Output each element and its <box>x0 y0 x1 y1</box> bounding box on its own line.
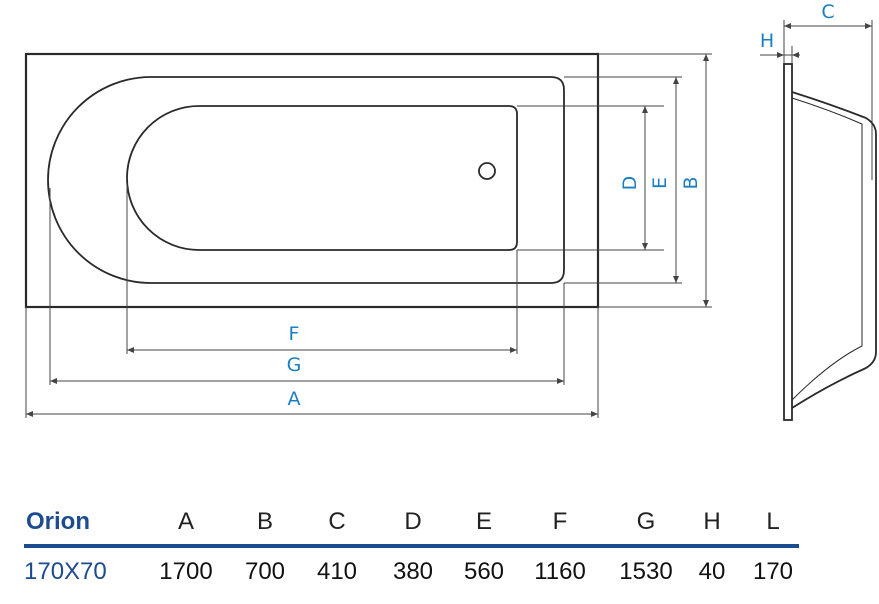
drain-icon <box>478 162 496 180</box>
header-h: H <box>703 508 721 535</box>
value-a: 1700 <box>159 558 213 585</box>
header-f: F <box>552 508 568 535</box>
side-view <box>783 63 877 421</box>
spec-table-header: Orion A B C D E F G H L <box>24 500 799 544</box>
middle-contour <box>47 76 565 284</box>
header-g: G <box>636 508 656 535</box>
spec-table: Orion A B C D E F G H L 170X70 1700 700 … <box>24 500 799 594</box>
side-rim <box>783 63 793 421</box>
inner-basin <box>126 105 518 251</box>
header-b: B <box>256 508 274 535</box>
header-e: E <box>475 508 493 535</box>
header-a: A <box>177 508 195 535</box>
dim-label-h: H <box>760 30 774 52</box>
outer-rim <box>24 52 600 309</box>
value-l: 170 <box>752 558 794 585</box>
header-l: L <box>766 508 780 535</box>
value-e: 560 <box>463 558 505 585</box>
dim-label-g: G <box>287 354 302 376</box>
dimension-labels: F G A D E B C H <box>287 1 835 410</box>
dim-label-a: A <box>288 388 301 410</box>
dimension-lines <box>25 20 873 418</box>
value-c: 410 <box>316 558 358 585</box>
header-d: D <box>404 508 422 535</box>
table-divider <box>24 544 799 548</box>
dim-label-b: B <box>680 176 702 189</box>
model-name: Orion <box>26 508 90 535</box>
dimension-arrows <box>26 23 872 417</box>
dim-label-c: C <box>821 1 834 23</box>
value-b: 700 <box>244 558 286 585</box>
value-g: 1530 <box>619 558 673 585</box>
header-c: C <box>328 508 346 535</box>
dim-label-d: D <box>619 176 641 191</box>
value-f: 1160 <box>534 558 586 585</box>
value-h: 40 <box>698 558 726 585</box>
top-view <box>24 52 600 309</box>
dim-label-e: E <box>649 177 671 189</box>
side-tub-profile <box>791 91 877 409</box>
spec-table-row: 170X70 1700 700 410 380 560 1160 1530 40… <box>24 550 799 594</box>
model-size: 170X70 <box>24 558 107 585</box>
dim-label-f: F <box>289 323 300 345</box>
side-tub-inner <box>791 97 863 401</box>
bathtub-technical-drawing: F G A D E B C H <box>24 1 877 421</box>
value-d: 380 <box>392 558 434 585</box>
